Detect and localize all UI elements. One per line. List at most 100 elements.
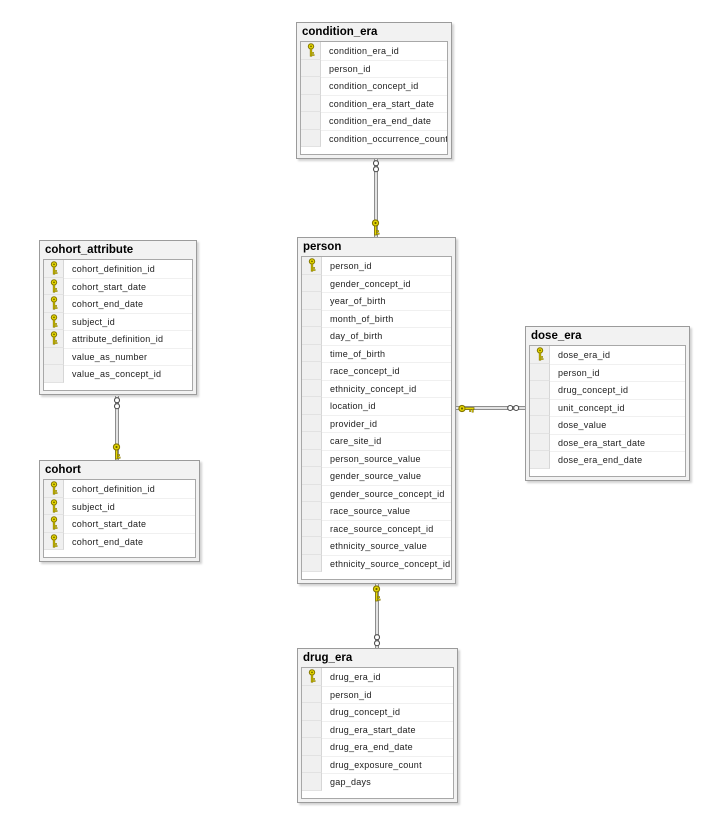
column-row[interactable]: year_of_birth	[302, 292, 451, 310]
column-row[interactable]: condition_era_end_date	[301, 112, 447, 130]
many-end-infinity-icon	[373, 634, 381, 647]
column-row[interactable]: drug_era_end_date	[302, 738, 453, 756]
column-row[interactable]: race_concept_id	[302, 362, 451, 380]
table-title-bar[interactable]: person	[301, 238, 452, 256]
primary-key-icon	[44, 480, 64, 498]
column-row[interactable]: gender_source_concept_id	[302, 484, 451, 503]
column-row[interactable]: drug_era_start_date	[302, 720, 453, 738]
relationship-line[interactable]	[456, 406, 525, 410]
many-end-infinity-icon	[507, 404, 520, 412]
column-name: person_id	[330, 260, 372, 271]
column-name: cohort_start_date	[64, 515, 195, 533]
column-row[interactable]: condition_concept_id	[301, 77, 447, 95]
row-selector-cell	[302, 720, 322, 738]
column-row[interactable]: care_site_id	[302, 432, 451, 450]
column-row[interactable]: day_of_birth	[302, 327, 451, 345]
row-selector-cell	[302, 449, 322, 467]
primary-key-icon	[44, 295, 64, 313]
column-name: day_of_birth	[322, 327, 451, 345]
column-row[interactable]: ethnicity_concept_id	[302, 379, 451, 397]
column-row[interactable]: time_of_birth	[302, 344, 451, 363]
table-title-bar[interactable]: cohort	[43, 461, 196, 479]
row-selector-cell	[302, 379, 322, 397]
column-row[interactable]: gender_concept_id	[302, 274, 451, 292]
column-row[interactable]: subject_id	[44, 312, 192, 330]
column-row[interactable]: location_id	[302, 397, 451, 415]
column-name: dose_era_id	[558, 349, 611, 360]
primary-key-icon	[44, 260, 64, 278]
column-row[interactable]: drug_exposure_count	[302, 755, 453, 773]
column-row[interactable]: person_id	[302, 257, 451, 275]
column-row[interactable]: cohort_definition_id	[44, 480, 195, 498]
column-row[interactable]: race_source_value	[302, 502, 451, 520]
column-row[interactable]: dose_era_start_date	[530, 433, 685, 451]
primary-key-icon	[44, 277, 64, 295]
column-name: person_id	[321, 59, 447, 78]
table-name: drug_era	[303, 652, 353, 664]
column-row[interactable]: value_as_concept_id	[44, 365, 192, 383]
column-row[interactable]: person_id	[301, 59, 447, 78]
column-row[interactable]: condition_era_start_date	[301, 94, 447, 112]
table-name: cohort	[45, 464, 81, 476]
many-end-infinity-icon	[372, 160, 380, 173]
table-title-bar[interactable]: condition_era	[300, 23, 448, 41]
column-row[interactable]: race_source_concept_id	[302, 519, 451, 537]
primary-key-icon	[301, 42, 321, 60]
column-row[interactable]: person_id	[302, 685, 453, 703]
column-row[interactable]: ethnicity_source_value	[302, 537, 451, 555]
column-name: year_of_birth	[322, 292, 451, 310]
column-name: provider_id	[322, 414, 451, 433]
column-name: cohort_definition_id	[72, 483, 156, 494]
column-name: attribute_definition_id	[64, 330, 192, 348]
table-title-bar[interactable]: drug_era	[301, 649, 454, 667]
table-title-bar[interactable]: dose_era	[529, 327, 686, 345]
column-row[interactable]: dose_era_id	[530, 346, 685, 364]
column-row[interactable]: condition_era_id	[301, 42, 447, 60]
column-row[interactable]: cohort_definition_id	[44, 260, 192, 278]
column-row[interactable]: value_as_number	[44, 347, 192, 366]
column-row[interactable]: drug_concept_id	[302, 703, 453, 721]
column-row[interactable]: ethnicity_source_concept_id	[302, 554, 451, 572]
column-row[interactable]: dose_era_end_date	[530, 451, 685, 469]
column-row[interactable]: person_source_value	[302, 449, 451, 467]
column-row[interactable]: drug_era_id	[302, 668, 453, 686]
relationship-line[interactable]	[375, 584, 379, 648]
row-selector-cell	[302, 703, 322, 721]
row-selector-cell	[302, 773, 322, 791]
column-row[interactable]: drug_concept_id	[530, 381, 685, 399]
row-selector-cell	[301, 77, 321, 95]
column-name: gender_source_concept_id	[322, 484, 451, 503]
column-row[interactable]: subject_id	[44, 497, 195, 515]
column-row[interactable]: attribute_definition_id	[44, 330, 192, 348]
column-row[interactable]: gap_days	[302, 773, 453, 791]
column-name: value_as_number	[64, 347, 192, 366]
column-row[interactable]: dose_value	[530, 416, 685, 434]
column-row[interactable]: person_id	[530, 363, 685, 381]
column-name: time_of_birth	[322, 344, 451, 363]
column-row[interactable]: unit_concept_id	[530, 398, 685, 416]
column-row[interactable]: cohort_end_date	[44, 532, 195, 550]
row-selector-cell	[302, 309, 322, 327]
row-selector-cell	[302, 292, 322, 310]
column-row[interactable]: cohort_end_date	[44, 295, 192, 313]
row-selector-cell	[530, 381, 550, 399]
column-row[interactable]: month_of_birth	[302, 309, 451, 327]
column-row[interactable]: cohort_start_date	[44, 277, 192, 295]
relationship-line[interactable]	[115, 396, 119, 460]
column-row[interactable]: provider_id	[302, 414, 451, 433]
many-end-infinity-icon	[113, 397, 121, 410]
column-row[interactable]: gender_source_value	[302, 467, 451, 485]
primary-key-icon	[530, 346, 550, 364]
column-row[interactable]: cohort_start_date	[44, 515, 195, 533]
column-row[interactable]: condition_occurrence_count	[301, 129, 447, 147]
row-selector-cell	[301, 129, 321, 147]
table-title-bar[interactable]: cohort_attribute	[43, 241, 193, 259]
relationship-line[interactable]	[374, 159, 378, 237]
